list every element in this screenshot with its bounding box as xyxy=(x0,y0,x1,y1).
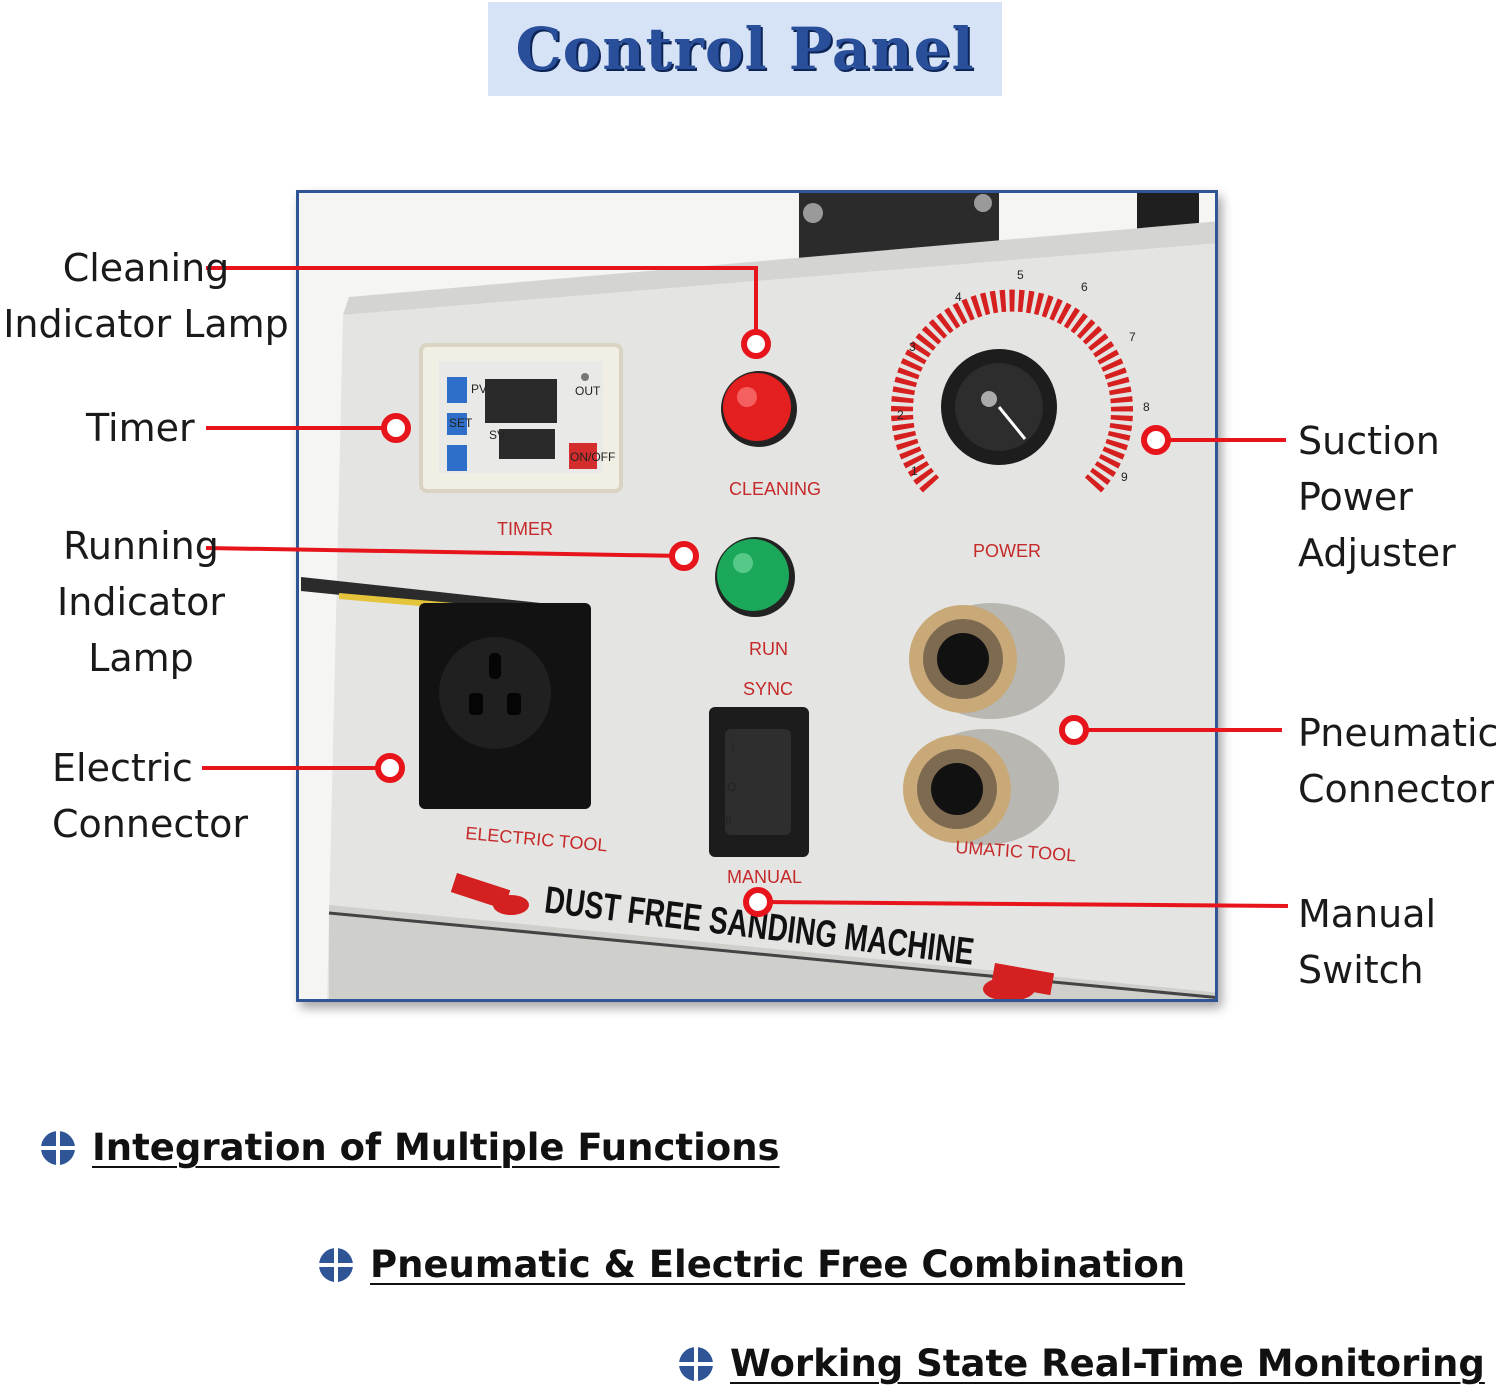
suction-adjuster-label: Suction Power Adjuster xyxy=(1298,413,1456,581)
suction-adjuster-label-line3: Adjuster xyxy=(1298,531,1456,575)
page-title: Control Panel xyxy=(515,15,975,83)
timer-sv-text: SV xyxy=(489,428,505,442)
outlet-face xyxy=(439,637,551,749)
timer-panel-label: TIMER xyxy=(497,519,553,539)
control-panel-drawing: PV SV OUT SET ON/OFF TIMER CLEANING RUN … xyxy=(299,193,1215,999)
cleaning-lamp-label-line2: Indicator Lamp xyxy=(3,302,289,346)
cabinet-line xyxy=(328,911,1215,999)
pneumatic-connector-label: Pneumatic Connector xyxy=(1298,705,1498,817)
bracket-bolt xyxy=(803,203,823,223)
globe-bullet-icon xyxy=(679,1346,713,1381)
cleaning-callout-dot xyxy=(741,329,771,359)
timer-down-button xyxy=(447,445,467,471)
running-callout-line xyxy=(205,546,685,558)
feature-text-2: Pneumatic & Electric Free Combination xyxy=(370,1243,1186,1286)
timer-up-button xyxy=(447,377,467,403)
switch-mark-two: II xyxy=(725,814,732,828)
pneumatic-connector-label-line1: Pneumatic xyxy=(1298,711,1499,755)
timer-onoff-text: ON/OFF xyxy=(570,450,615,464)
switch-mark-off: O xyxy=(727,780,736,794)
manual-callout-dot xyxy=(743,887,773,917)
timer-label-line1: Timer xyxy=(86,406,195,450)
feature-item-1: Integration of Multiple Functions xyxy=(40,1126,780,1169)
globe-bullet-icon xyxy=(319,1247,353,1282)
running-lamp-label-line1: Running xyxy=(63,524,219,568)
manual-panel-label: MANUAL xyxy=(727,867,802,887)
switch-mark-on: I xyxy=(731,740,734,754)
running-callout-dot xyxy=(669,541,699,571)
dial-number-5: 5 xyxy=(1017,268,1024,282)
running-lamp-label: Running Indicator Lamp xyxy=(0,518,282,686)
manual-switch-label: Manual Switch xyxy=(1298,886,1436,998)
timer-pv-text: PV xyxy=(471,382,487,396)
bracket-bolt xyxy=(974,194,992,212)
sander-graphic-right xyxy=(983,963,1055,999)
electric-callout-dot xyxy=(375,753,405,783)
running-lamp-label-line2: Indicator Lamp xyxy=(57,580,225,680)
power-dial: 1 2 3 4 5 6 7 8 9 xyxy=(891,268,1150,493)
timer-sv-display xyxy=(499,429,555,459)
feature-item-2: Pneumatic & Electric Free Combination xyxy=(318,1243,1185,1286)
cleaning-lamp-label: Cleaning Indicator Lamp xyxy=(0,240,292,352)
dial-number-1: 1 xyxy=(911,464,918,478)
suction-adjuster-label-line1: Suction xyxy=(1298,419,1440,463)
panel-top-edge xyxy=(343,221,1215,315)
timer-set-button xyxy=(447,413,467,435)
control-panel-photo: PV SV OUT SET ON/OFF TIMER CLEANING RUN … xyxy=(296,190,1218,1002)
timer-out-text: OUT xyxy=(575,384,601,398)
electric-connector-label: Electric Connector xyxy=(52,740,248,852)
sander-graphic-left xyxy=(450,873,529,915)
cleaning-lamp-label-line1: Cleaning xyxy=(62,246,230,290)
manual-switch-label-line2: Switch xyxy=(1298,948,1424,992)
dial-number-7: 7 xyxy=(1129,330,1136,344)
dial-number-3: 3 xyxy=(909,340,916,354)
cleaning-panel-label: CLEANING xyxy=(729,479,821,499)
feature-text-3: Working State Real-Time Monitoring xyxy=(730,1342,1485,1385)
title-box: Control Panel xyxy=(488,2,1002,96)
timer-callout-dot xyxy=(381,413,411,443)
pneumatic-connector-top xyxy=(909,603,1065,719)
timer-set-text: SET xyxy=(449,416,473,430)
dial-number-6: 6 xyxy=(1081,280,1088,294)
suction-callout-dot xyxy=(1141,425,1171,455)
suction-adjuster-label-line2: Power xyxy=(1298,475,1413,519)
pneumatic-connector-label-line2: Connector xyxy=(1298,767,1494,811)
manual-switch-rocker xyxy=(725,729,791,835)
electric-connector-label-line1: Electric xyxy=(52,746,193,790)
timer-onoff-button xyxy=(569,443,597,469)
globe-bullet-icon xyxy=(41,1130,75,1165)
pneumatic-connector-bottom xyxy=(903,729,1059,845)
feature-text-1: Integration of Multiple Functions xyxy=(92,1126,780,1169)
manual-switch-label-line1: Manual xyxy=(1298,892,1437,936)
timer-unit: PV SV OUT SET ON/OFF xyxy=(419,343,623,493)
timer-label: Timer xyxy=(86,400,195,456)
dial-number-4: 4 xyxy=(955,290,962,304)
timer-pv-display xyxy=(485,379,557,423)
dial-number-2: 2 xyxy=(897,408,904,422)
feature-item-3: Working State Real-Time Monitoring xyxy=(678,1342,1485,1385)
power-panel-label: POWER xyxy=(973,541,1041,561)
run-panel-label: RUN xyxy=(749,639,788,659)
manual-callout-line xyxy=(755,900,1289,908)
cleaning-callout-line xyxy=(206,266,758,344)
sync-panel-label: SYNC xyxy=(743,679,793,699)
dial-number-8: 8 xyxy=(1143,400,1150,414)
pneumatic-callout-dot xyxy=(1059,715,1089,745)
electric-connector-label-line2: Connector xyxy=(52,802,248,846)
timer-out-led xyxy=(581,373,589,381)
dial-number-9: 9 xyxy=(1121,470,1128,484)
